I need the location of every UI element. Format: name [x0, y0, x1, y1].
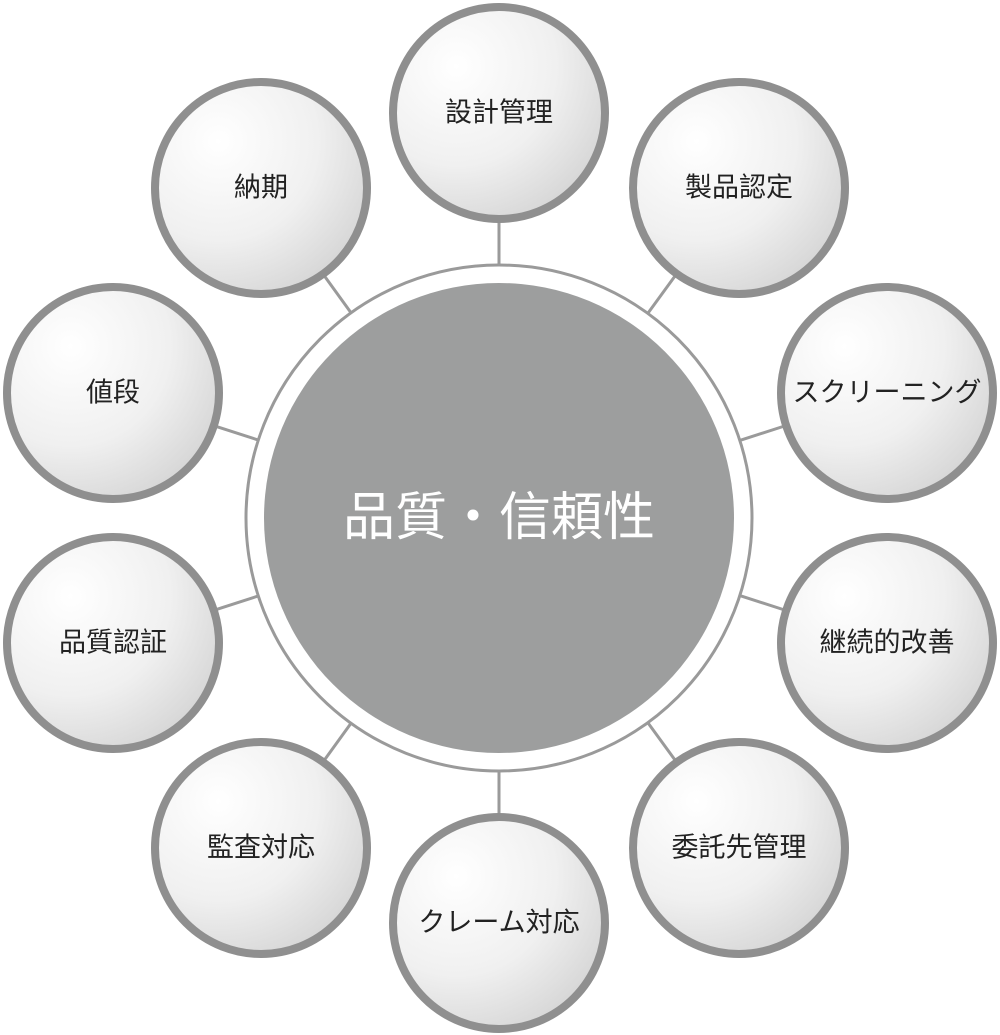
node-label: クレーム対応: [418, 908, 579, 939]
node-circle: [3, 283, 223, 503]
connector-line: [213, 424, 259, 442]
node-circle: [389, 3, 609, 223]
node-2: 製品認定: [629, 78, 849, 298]
connector-lines: [213, 219, 787, 817]
node-label: スクリーニング: [793, 378, 982, 409]
node-label: 値段: [86, 378, 140, 409]
connector-line: [646, 721, 678, 764]
node-8: 品質認証: [3, 533, 223, 753]
node-label: 製品認定: [685, 173, 793, 204]
center-label: 品質・信頼性: [343, 488, 655, 548]
node-5: 委託先管理: [629, 738, 849, 958]
node-1: 設計管理: [389, 3, 609, 223]
connector-line: [739, 594, 787, 612]
node-circle: [151, 78, 371, 298]
node-circle: [629, 738, 849, 958]
node-label: 設計管理: [445, 98, 553, 129]
node-10: 納期: [151, 78, 371, 298]
node-label: 納期: [234, 173, 288, 204]
node-circle: [389, 813, 609, 1033]
connector-line: [646, 272, 678, 315]
connector-line: [321, 273, 353, 314]
node-circle: [3, 533, 223, 753]
node-4: 継続的改善: [777, 533, 997, 753]
node-circle: [777, 283, 997, 503]
node-circle: [629, 78, 849, 298]
node-circle: [777, 533, 997, 753]
node-6: クレーム対応: [389, 813, 609, 1033]
node-circle: [151, 738, 371, 958]
node-3: スクリーニング: [777, 283, 997, 503]
node-label: 監査対応: [207, 833, 315, 864]
node-7: 監査対応: [151, 738, 371, 958]
node-label: 品質認証: [59, 628, 167, 659]
connector-line: [213, 594, 259, 612]
node-label: 委託先管理: [672, 833, 807, 864]
connector-line: [321, 722, 353, 763]
center-circle: [264, 283, 734, 753]
connector-line: [739, 424, 787, 442]
node-9: 値段: [3, 283, 223, 503]
node-label: 継続的改善: [820, 628, 955, 659]
